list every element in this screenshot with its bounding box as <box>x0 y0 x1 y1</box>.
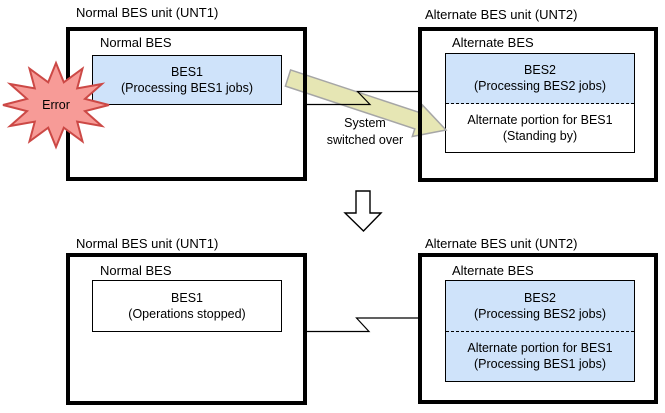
after-alternate-portion-half: Alternate portion for BES1 (Processing B… <box>446 331 634 381</box>
after-bes1-box: BES1 (Operations stopped) <box>92 280 282 332</box>
before-alternate-portion-half: Alternate portion for BES1 (Standing by) <box>446 104 634 153</box>
switchover-label-line1: System <box>344 116 386 130</box>
before-alternate-bes-label: Alternate BES <box>452 35 534 50</box>
before-bes2-name: BES2 <box>524 63 556 78</box>
after-bes2-active-half: BES2 (Processing BES2 jobs) <box>446 281 634 332</box>
before-bes1-name: BES1 <box>171 65 203 79</box>
error-label: Error <box>42 98 70 112</box>
before-bes1-box: BES1 (Processing BES1 jobs) <box>92 55 282 105</box>
before-alternate-unit-title: Alternate BES unit (UNT2) <box>425 7 578 22</box>
after-portion-status: (Processing BES1 jobs) <box>473 357 606 372</box>
down-arrow-icon <box>343 190 383 232</box>
after-bes1-status: (Operations stopped) <box>128 307 246 321</box>
after-alternate-bes-label: Alternate BES <box>452 263 534 278</box>
switchover-label: System switched over <box>304 115 426 148</box>
after-bes2-status: (Processing BES2 jobs) <box>473 306 606 321</box>
after-bes2-box: BES2 (Processing BES2 jobs) Alternate po… <box>445 280 635 382</box>
before-portion-name: Alternate portion for BES1 <box>467 112 613 127</box>
before-portion-status: (Standing by) <box>502 128 578 143</box>
switchover-label-line2: switched over <box>326 132 404 147</box>
before-normal-unit-title: Normal BES unit (UNT1) <box>76 5 219 20</box>
after-normal-unit-title: Normal BES unit (UNT1) <box>76 236 219 251</box>
before-connector-break-line <box>307 90 418 106</box>
after-connector-break-line <box>307 317 418 333</box>
after-bes1-name: BES1 <box>171 291 203 305</box>
before-bes2-status: (Processing BES2 jobs) <box>473 79 606 94</box>
before-normal-bes-label: Normal BES <box>100 35 172 50</box>
after-portion-name: Alternate portion for BES1 <box>467 341 613 356</box>
before-bes1-status: (Processing BES1 jobs) <box>120 81 253 95</box>
before-bes2-active-half: BES2 (Processing BES2 jobs) <box>446 54 634 104</box>
before-bes2-box: BES2 (Processing BES2 jobs) Alternate po… <box>445 53 635 153</box>
after-bes2-name: BES2 <box>524 290 556 305</box>
after-normal-bes-label: Normal BES <box>100 263 172 278</box>
after-alternate-unit-title: Alternate BES unit (UNT2) <box>425 236 578 251</box>
